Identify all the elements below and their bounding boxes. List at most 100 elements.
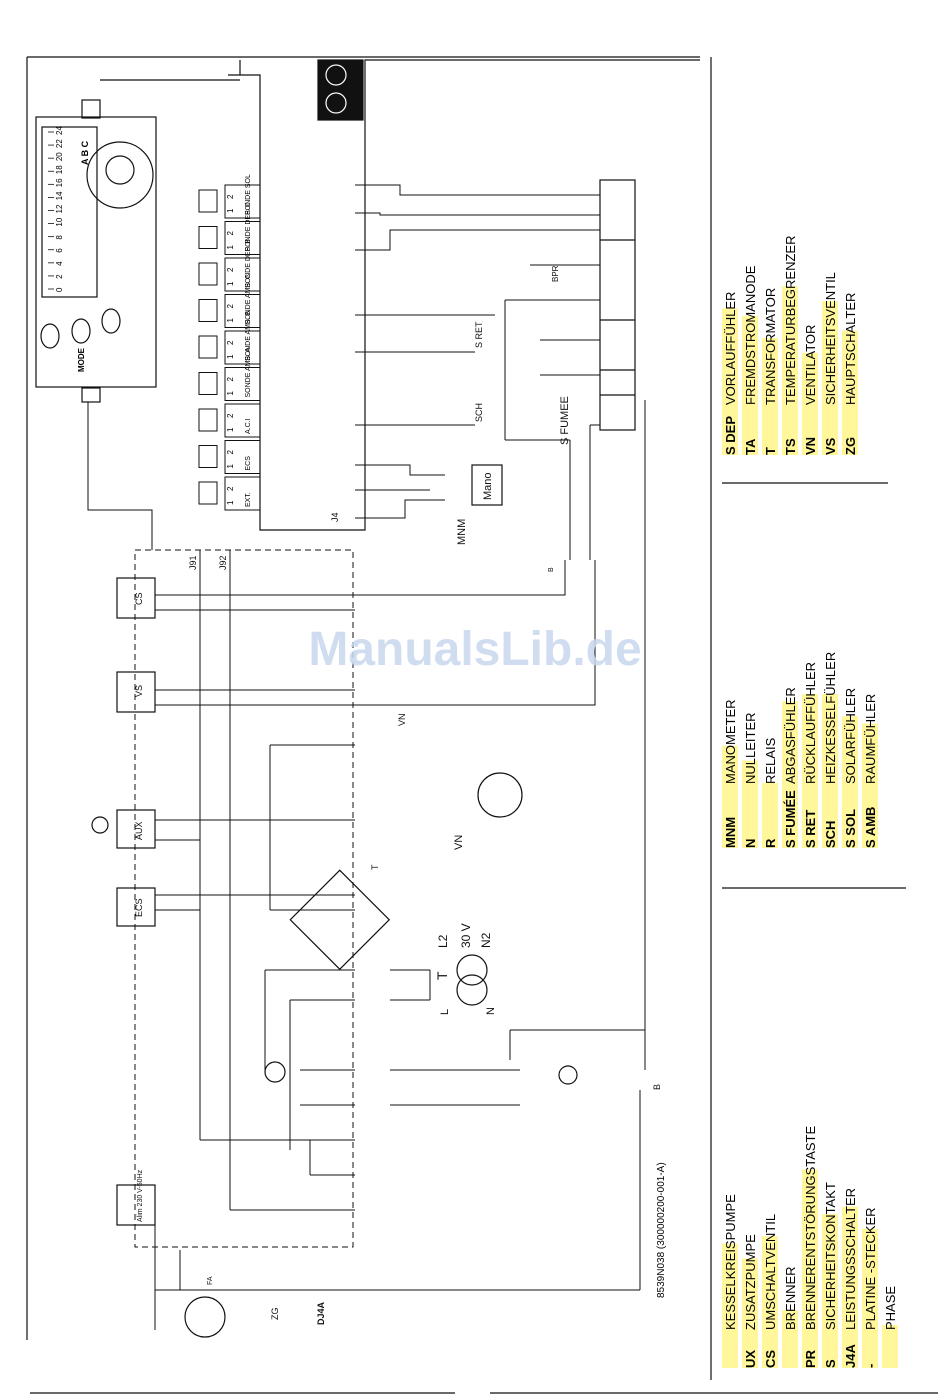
- sensor-name: SONDE AMB. A: [245, 347, 252, 397]
- legend-highlight: [742, 315, 758, 455]
- sensor-block: [224, 403, 261, 438]
- legend-desc: HEIZKESSELFÜHLER: [823, 652, 838, 784]
- scale-tick-label: 10: [55, 217, 64, 226]
- sensor-name: SONDE AMB. C: [245, 274, 252, 325]
- legend-highlight: [862, 723, 878, 848]
- watermark: ManualsLib.de: [308, 623, 641, 676]
- sensor-name: SONDE DEP. C: [245, 202, 252, 251]
- sensor-pin: 1: [226, 464, 235, 469]
- sensor-pin: 1: [226, 391, 235, 396]
- label-b-bottom: B: [652, 1084, 662, 1090]
- legend-desc: RÜCKLAUFFÜHLER: [803, 662, 818, 784]
- legend-abbr: VN: [803, 437, 818, 455]
- legend-desc: SICHERHEITSKONTAKT: [823, 1182, 838, 1330]
- sensor-pin: 1: [226, 354, 235, 359]
- legend-highlight: [862, 1228, 878, 1368]
- label-sret: S RET: [474, 321, 484, 348]
- legend-desc: MANOMETER: [723, 700, 738, 785]
- label-n: N: [485, 1007, 497, 1015]
- sensor-block: [224, 476, 261, 511]
- scale-tick-label: 16: [55, 178, 64, 187]
- label-mano: Mano: [482, 472, 494, 500]
- legend-highlight: [742, 760, 758, 848]
- label-zg: ZG: [270, 1308, 280, 1321]
- sensor-pin: 2: [226, 450, 235, 455]
- enclosure-dashed: [134, 549, 354, 1248]
- legend-highlight: [782, 701, 798, 848]
- scale-tick-label: 22: [55, 139, 64, 148]
- sensor-block: [224, 440, 261, 474]
- legend-highlight: [722, 745, 738, 848]
- legend-abbr: ZG: [843, 437, 858, 455]
- legend-abbr: S AMB: [863, 807, 878, 848]
- legend-highlight: [802, 694, 818, 848]
- scale-tick-label: 24: [55, 126, 64, 135]
- label-aux: AUX: [134, 821, 144, 840]
- legend-desc: HAUPTSCHALTER: [843, 293, 858, 405]
- legend-abbr: S: [823, 1359, 838, 1368]
- legend-abbr: S SOL: [843, 809, 858, 848]
- legend-highlight: [882, 1325, 898, 1368]
- sensor-pin: 2: [226, 340, 235, 345]
- legend-abbr: MNM: [723, 817, 738, 848]
- legend-abbr: SCH: [823, 821, 838, 848]
- sensor-block: [224, 221, 261, 255]
- legend-desc: ABGASFÜHLER: [783, 687, 798, 784]
- legend-highlight: [822, 694, 838, 848]
- label-sfumee: S FUMEE: [559, 396, 571, 445]
- sensor-element: [198, 299, 218, 322]
- panel-abc-label: A B C: [80, 140, 90, 165]
- legend-desc: FREMDSTROMANODE: [743, 265, 758, 405]
- sensor-element: [198, 445, 218, 468]
- sensor-element: [198, 189, 218, 213]
- legend-abbr: S RET: [803, 810, 818, 848]
- sensor-pin: 2: [226, 194, 235, 199]
- label-l: L: [439, 1009, 451, 1015]
- label-j91: J91: [188, 555, 198, 570]
- legend-desc: KESSELKREISPUMPE: [723, 1194, 738, 1330]
- legend-highlight: [722, 308, 738, 455]
- legend-desc: TRANSFORMATOR: [763, 288, 778, 405]
- sensor-pin: 1: [226, 281, 235, 286]
- legend-highlight: [762, 782, 778, 848]
- legend-desc: ZUSATZPUMPE: [743, 1234, 758, 1330]
- legend-desc: VENTILATOR: [803, 325, 818, 405]
- sensor-name: SONDE AMB. B: [245, 310, 252, 361]
- sensor-element: [198, 262, 218, 286]
- scale-tick-label: 18: [55, 165, 64, 174]
- label-fa: FA: [207, 1276, 214, 1285]
- label-cs: CS: [134, 592, 144, 605]
- legend-desc: TEMPERATURBEGRENZER: [783, 236, 798, 406]
- label-vn-top: VN: [397, 713, 407, 726]
- label-t-small: T: [370, 864, 380, 870]
- legend-bottom: KESSELKREISPUMPEUXZUSATZPUMPECSUMSCHALTV…: [722, 1126, 898, 1368]
- label-vs: VS: [134, 685, 144, 697]
- right-terminal-strip: [599, 179, 636, 431]
- sensor-name: SONDE SOL: [245, 174, 252, 215]
- legend-highlight: [802, 1169, 818, 1368]
- left-component-boxes: [91, 464, 578, 1338]
- legend-highlight: [842, 330, 858, 455]
- scale-tick-label: 14: [55, 191, 64, 200]
- label-vn-bottom: VN: [453, 835, 465, 850]
- sensor-pin: 1: [226, 427, 235, 432]
- page-borders: [26, 56, 938, 1394]
- label-j4-main: J4: [330, 512, 340, 522]
- label-dj4a: DJ4A: [316, 1301, 326, 1325]
- label-l2: L2: [436, 934, 450, 948]
- label-t-big: T: [434, 971, 450, 980]
- scale-tick-label: 12: [55, 204, 64, 213]
- sensor-block: [224, 367, 261, 401]
- legend-abbr: T: [763, 447, 778, 455]
- scale-tick-label: 2: [55, 274, 64, 279]
- sensor-pin: 2: [226, 377, 235, 382]
- legend-abbr: J4A: [843, 1344, 858, 1368]
- control-panel: [35, 99, 157, 403]
- panel-mode-label: MODE: [77, 347, 86, 372]
- drawing-reference: 8539N038 (300000200-001-A): [656, 1162, 667, 1298]
- wiring-lines: [87, 184, 646, 1330]
- sensor-name: EXT.: [245, 492, 252, 507]
- legend-desc: BRENNER: [783, 1266, 798, 1330]
